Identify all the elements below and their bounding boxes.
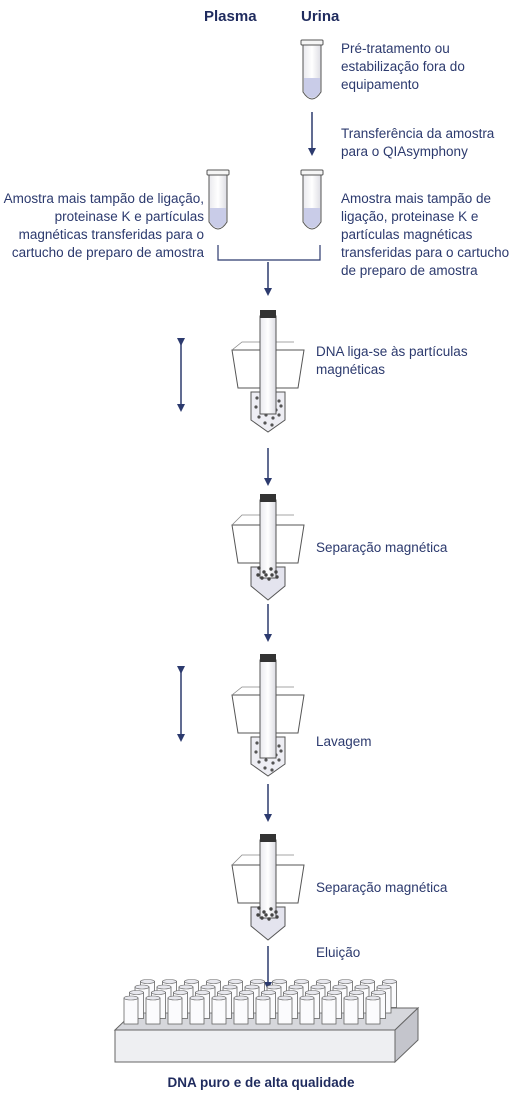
rack-tube-top — [250, 979, 265, 984]
cartridge-binding — [231, 310, 305, 433]
rack-tube-top — [162, 979, 177, 984]
step-binding-label: DNA liga-se às partículas magnéticas — [316, 344, 468, 377]
rack-tube-top — [277, 995, 293, 1001]
step-sample-left-label: Amostra mais tampão de ligação, proteina… — [3, 191, 204, 260]
rack-tube-top — [327, 990, 342, 995]
rack-tube — [299, 997, 315, 1025]
elution-rack — [113, 979, 420, 1064]
step-pretreat-label: Pré-tratamento ou estabilização fora do … — [341, 41, 465, 92]
result-label: DNA puro e de alta qualidade — [167, 1075, 355, 1090]
rack-tube-top — [189, 995, 205, 1001]
rack-tube-top — [244, 984, 260, 990]
rack-tube — [233, 997, 249, 1025]
rack-tube-top — [173, 990, 188, 995]
step-separation2-label: Separação magnética — [316, 880, 448, 895]
rack-tube — [277, 997, 293, 1025]
rack-tube — [255, 997, 271, 1025]
rack-tube-top — [349, 990, 364, 995]
rack-tube-top — [261, 990, 276, 995]
rack-tube — [189, 997, 205, 1025]
cartridge-wash — [231, 654, 305, 777]
rack-tube — [211, 997, 227, 1025]
rack-tube-top — [288, 984, 304, 990]
rack-tube-top — [338, 979, 353, 984]
header-plasma: Plasma — [204, 8, 257, 25]
rack-tube-top — [151, 990, 166, 995]
rack-tube-top — [156, 984, 172, 990]
rack-tube-top — [332, 984, 348, 990]
rack-tube — [145, 997, 161, 1025]
rack-tube-top — [195, 990, 210, 995]
rack-tube-top — [145, 995, 161, 1001]
rack-tube-top — [184, 979, 199, 984]
rack-tube-top — [305, 990, 320, 995]
rack-tube-top — [382, 979, 397, 984]
rack-tube-top — [217, 990, 232, 995]
rack-tube-top — [200, 984, 216, 990]
rack-tube-top — [167, 995, 183, 1001]
rack-tube-top — [316, 979, 331, 984]
rack-tube-top — [321, 995, 337, 1001]
rack-tube-top — [294, 979, 309, 984]
tube-plasma-sample — [206, 169, 230, 230]
rack-tube-top — [140, 979, 155, 984]
rack-tube-top — [299, 995, 315, 1001]
rack-tube — [123, 997, 139, 1025]
step-elution-label: Eluição — [316, 945, 361, 960]
rack-tube-top — [228, 979, 243, 984]
rack-tube-top — [255, 995, 271, 1001]
cartridge-separation1 — [231, 494, 305, 601]
header-urina: Urina — [301, 8, 340, 25]
rack-tube-top — [343, 995, 359, 1001]
rack-tube-top — [233, 995, 249, 1001]
rack-tube-top — [211, 995, 227, 1001]
rack-tube — [343, 997, 359, 1025]
rack-tube-top — [310, 984, 326, 990]
rack-tube-top — [222, 984, 238, 990]
rack-tube-top — [360, 979, 375, 984]
step-sample-right-label: Amostra mais tampão de ligação, proteina… — [341, 191, 510, 278]
tube-urina-pretreat — [300, 39, 324, 100]
rack-tube-top — [178, 984, 194, 990]
rack-tube-top — [272, 979, 287, 984]
rack-tube-top — [376, 984, 392, 990]
rack-tube-top — [266, 984, 282, 990]
step-wash-label: Lavagem — [316, 734, 372, 749]
rack-tube-top — [239, 990, 254, 995]
rack-tube-top — [354, 984, 370, 990]
rack-tube — [321, 997, 337, 1025]
step-transfer-label: Transferência da amostra para o QIAsymph… — [341, 126, 495, 159]
rack-tube-top — [206, 979, 221, 984]
rack-tube-top — [371, 990, 386, 995]
tube-urina-sample — [300, 169, 324, 230]
step-separation1-label: Separação magnética — [316, 540, 448, 555]
merge-bracket — [217, 245, 321, 261]
rack-tube — [365, 997, 381, 1025]
cartridge-separation2 — [231, 834, 305, 941]
rack-tube-top — [123, 995, 139, 1001]
rack-tube-top — [134, 984, 150, 990]
rack-tube — [167, 997, 183, 1025]
rack-tube-top — [365, 995, 381, 1001]
rack-tube-top — [283, 990, 298, 995]
rack-tube-top — [129, 990, 144, 995]
